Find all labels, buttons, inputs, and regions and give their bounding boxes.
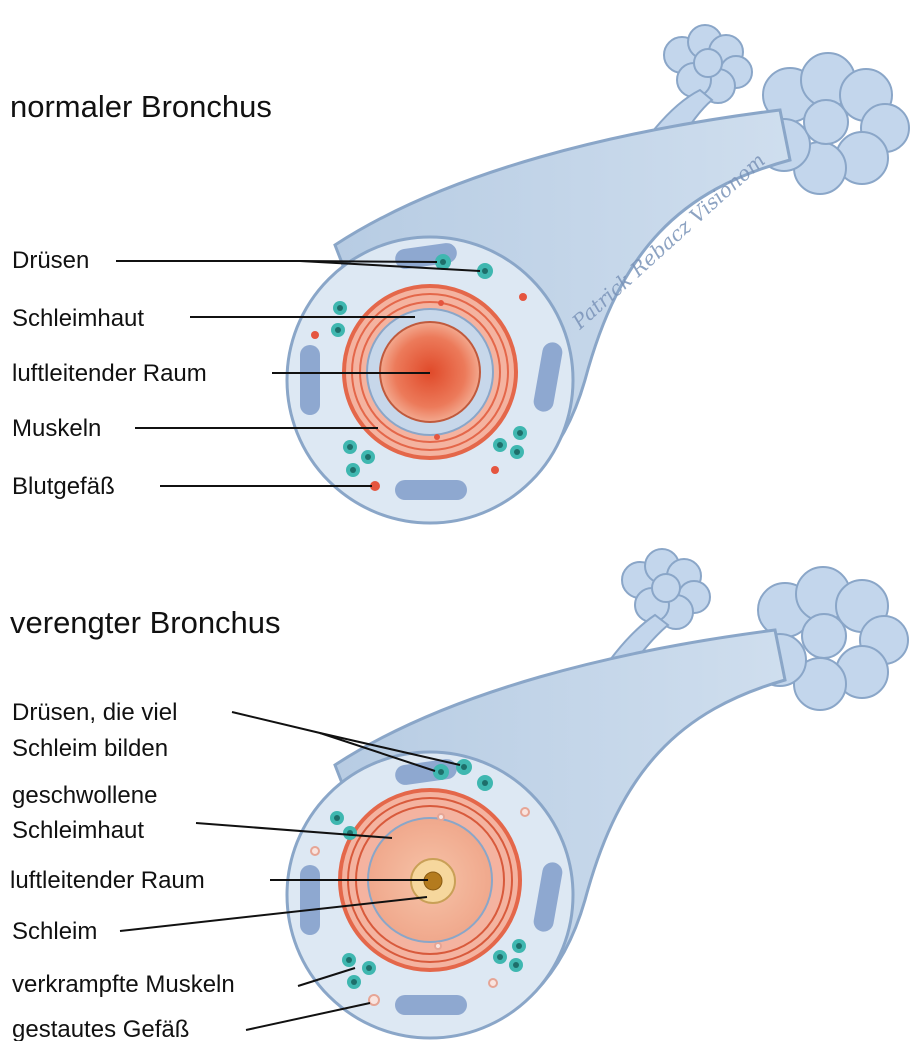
label-muscles: Muskeln: [12, 415, 101, 442]
label-mucosa-line1: geschwollene: [12, 782, 157, 809]
label-mucus: Schleim: [12, 918, 97, 945]
label-glands-line2: Schleim bilden: [12, 735, 168, 762]
label-mucosa-line2: Schleimhaut: [12, 817, 144, 844]
label-vessel: Blutgefäß: [12, 473, 115, 500]
label-lumen-narrowed: luftleitender Raum: [10, 867, 205, 894]
narrowed-bronchus: [287, 549, 908, 1038]
title-normal: normaler Bronchus: [10, 89, 272, 124]
label-glands-line1: Drüsen, die viel: [12, 699, 177, 726]
title-narrowed: verengter Bronchus: [10, 605, 281, 640]
label-muscles-cramped: verkrampfte Muskeln: [12, 971, 235, 998]
alveoli-cluster-small: [622, 549, 710, 629]
label-glands: Drüsen: [12, 247, 89, 274]
label-mucosa: Schleimhaut: [12, 305, 144, 332]
label-vessel-congested: gestautes Gefäß: [12, 1016, 189, 1041]
label-lumen: luftleitender Raum: [12, 360, 207, 387]
alveoli-cluster-small: [664, 25, 752, 103]
normal-bronchus: [287, 25, 909, 523]
